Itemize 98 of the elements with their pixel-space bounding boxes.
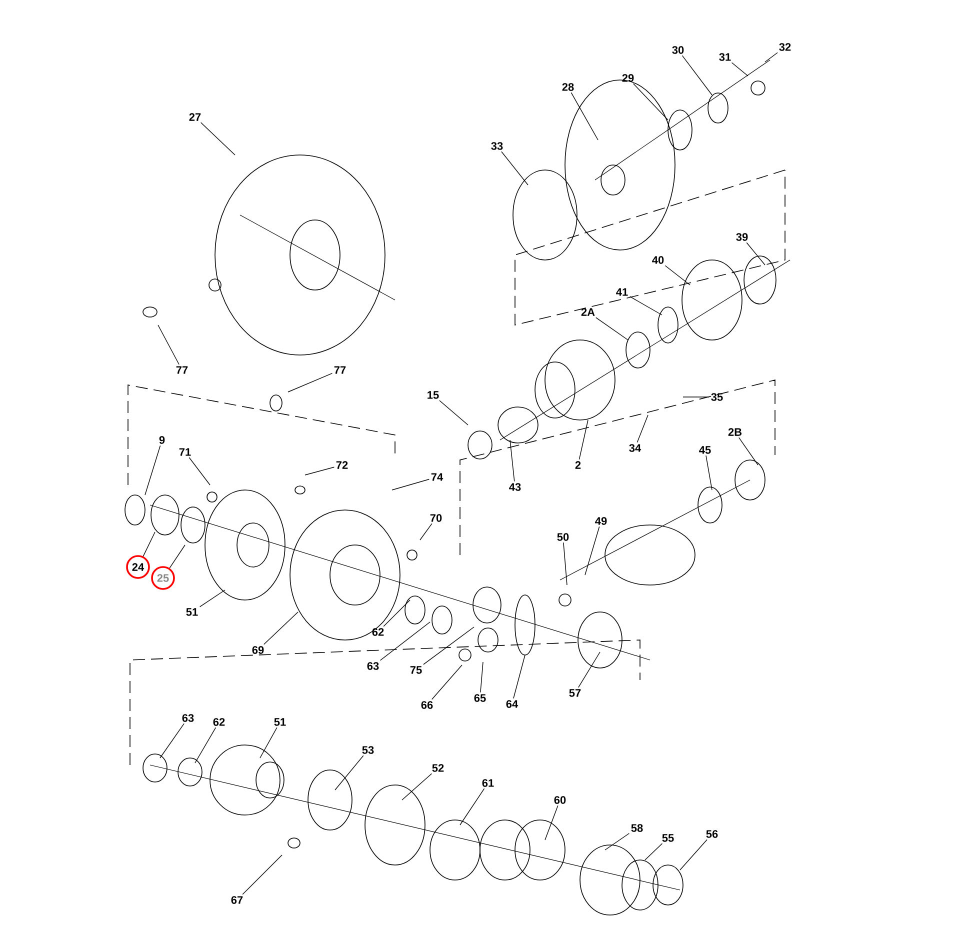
leader-line	[563, 542, 568, 586]
callout-number: 24	[126, 555, 150, 579]
callout-number: 30	[672, 46, 684, 54]
leader-line	[200, 122, 236, 156]
leader-line	[584, 526, 600, 576]
leader-line	[439, 400, 468, 426]
callout-number: 75	[410, 666, 422, 674]
leader-line	[158, 324, 180, 365]
callout-number: 77	[334, 366, 346, 374]
callout-number: 33	[491, 142, 503, 150]
callout-number: 63	[182, 714, 194, 722]
leader-line	[260, 727, 278, 758]
leader-line	[288, 372, 333, 392]
callout-number: 49	[595, 517, 607, 525]
callout-number: 2	[575, 461, 581, 469]
callout-number: 32	[779, 43, 791, 51]
callout-number: 63	[367, 662, 379, 670]
leader-line	[510, 440, 515, 482]
callout-number: 52	[432, 764, 444, 772]
callout-number: 65	[474, 694, 486, 702]
leader-line	[644, 843, 663, 860]
callout-number: 62	[213, 718, 225, 726]
callout-number: 15	[428, 391, 439, 399]
callout-number: 9	[159, 436, 165, 444]
leader-line	[501, 151, 528, 186]
leader-line	[144, 445, 161, 496]
callout-number: 51	[186, 608, 198, 616]
leader-line	[513, 654, 526, 699]
callout-number: 40	[652, 256, 664, 264]
leader-line	[432, 664, 462, 700]
callout-number: 61	[482, 779, 494, 787]
callout-number: 64	[506, 700, 518, 708]
leader-line	[460, 788, 485, 826]
leader-line	[632, 83, 668, 120]
leader-line	[578, 652, 600, 688]
callout-number: 66	[421, 701, 433, 709]
leader-line	[738, 437, 758, 466]
leader-line	[334, 755, 364, 790]
callout-number: 77	[176, 366, 188, 374]
leader-line	[682, 396, 710, 398]
leader-line	[199, 590, 226, 608]
callout-number: 62	[372, 628, 384, 636]
callout-number: 58	[631, 824, 643, 832]
leader-line	[392, 478, 430, 490]
leader-line	[169, 544, 186, 568]
callout-number: 70	[430, 514, 442, 522]
callout-number: 69	[252, 646, 264, 654]
leader-line	[480, 662, 484, 693]
leader-line	[242, 854, 282, 895]
leader-line	[731, 62, 748, 76]
callout-number: 60	[554, 796, 566, 804]
leader-line	[160, 723, 184, 758]
leader-line	[578, 420, 588, 460]
callout-number: 41	[616, 288, 628, 296]
callout-number: 25	[151, 566, 175, 590]
callout-number: 45	[699, 446, 711, 454]
callout-number: 2A	[581, 308, 595, 316]
leader-line	[194, 727, 216, 764]
callout-number: 39	[736, 233, 748, 241]
leader-line	[746, 242, 766, 266]
leader-line	[680, 839, 708, 870]
leader-line	[664, 265, 690, 286]
callout-number: 53	[362, 746, 374, 754]
leader-line	[629, 296, 662, 316]
leader-line	[764, 52, 778, 62]
leader-line	[383, 600, 410, 627]
leader-line	[682, 55, 712, 96]
callout-number: 67	[231, 896, 243, 904]
leader-line	[304, 466, 335, 476]
leader-line	[423, 626, 474, 665]
leader-line	[636, 414, 648, 443]
callout-number: 51	[274, 718, 286, 726]
leader-line	[188, 457, 210, 486]
leader-line	[544, 805, 558, 840]
callout-number: 72	[336, 461, 348, 469]
leader-line	[604, 833, 630, 850]
callout-number: 55	[662, 834, 674, 842]
leader-line	[596, 317, 628, 340]
callout-number: 43	[509, 483, 521, 491]
callout-number: 28	[562, 83, 574, 91]
callout-number: 34	[629, 444, 642, 452]
callout-number: 35	[711, 393, 723, 401]
leader-line	[264, 612, 298, 645]
leader-line	[142, 532, 156, 557]
callout-number: 56	[706, 830, 718, 838]
callout-number: 71	[179, 448, 191, 456]
callout-number: 27	[189, 113, 201, 121]
leader-line	[706, 455, 712, 490]
callout-number: 2B	[728, 428, 742, 436]
leader-line	[570, 92, 598, 140]
leader-line	[402, 773, 432, 800]
leader-line	[420, 523, 432, 540]
callout-number: 31	[719, 53, 731, 61]
callout-number: 29	[622, 74, 634, 82]
leader-line	[380, 622, 430, 661]
callout-number: 74	[431, 473, 444, 481]
callout-number: 50	[557, 533, 569, 541]
callout-number: 57	[569, 689, 581, 697]
